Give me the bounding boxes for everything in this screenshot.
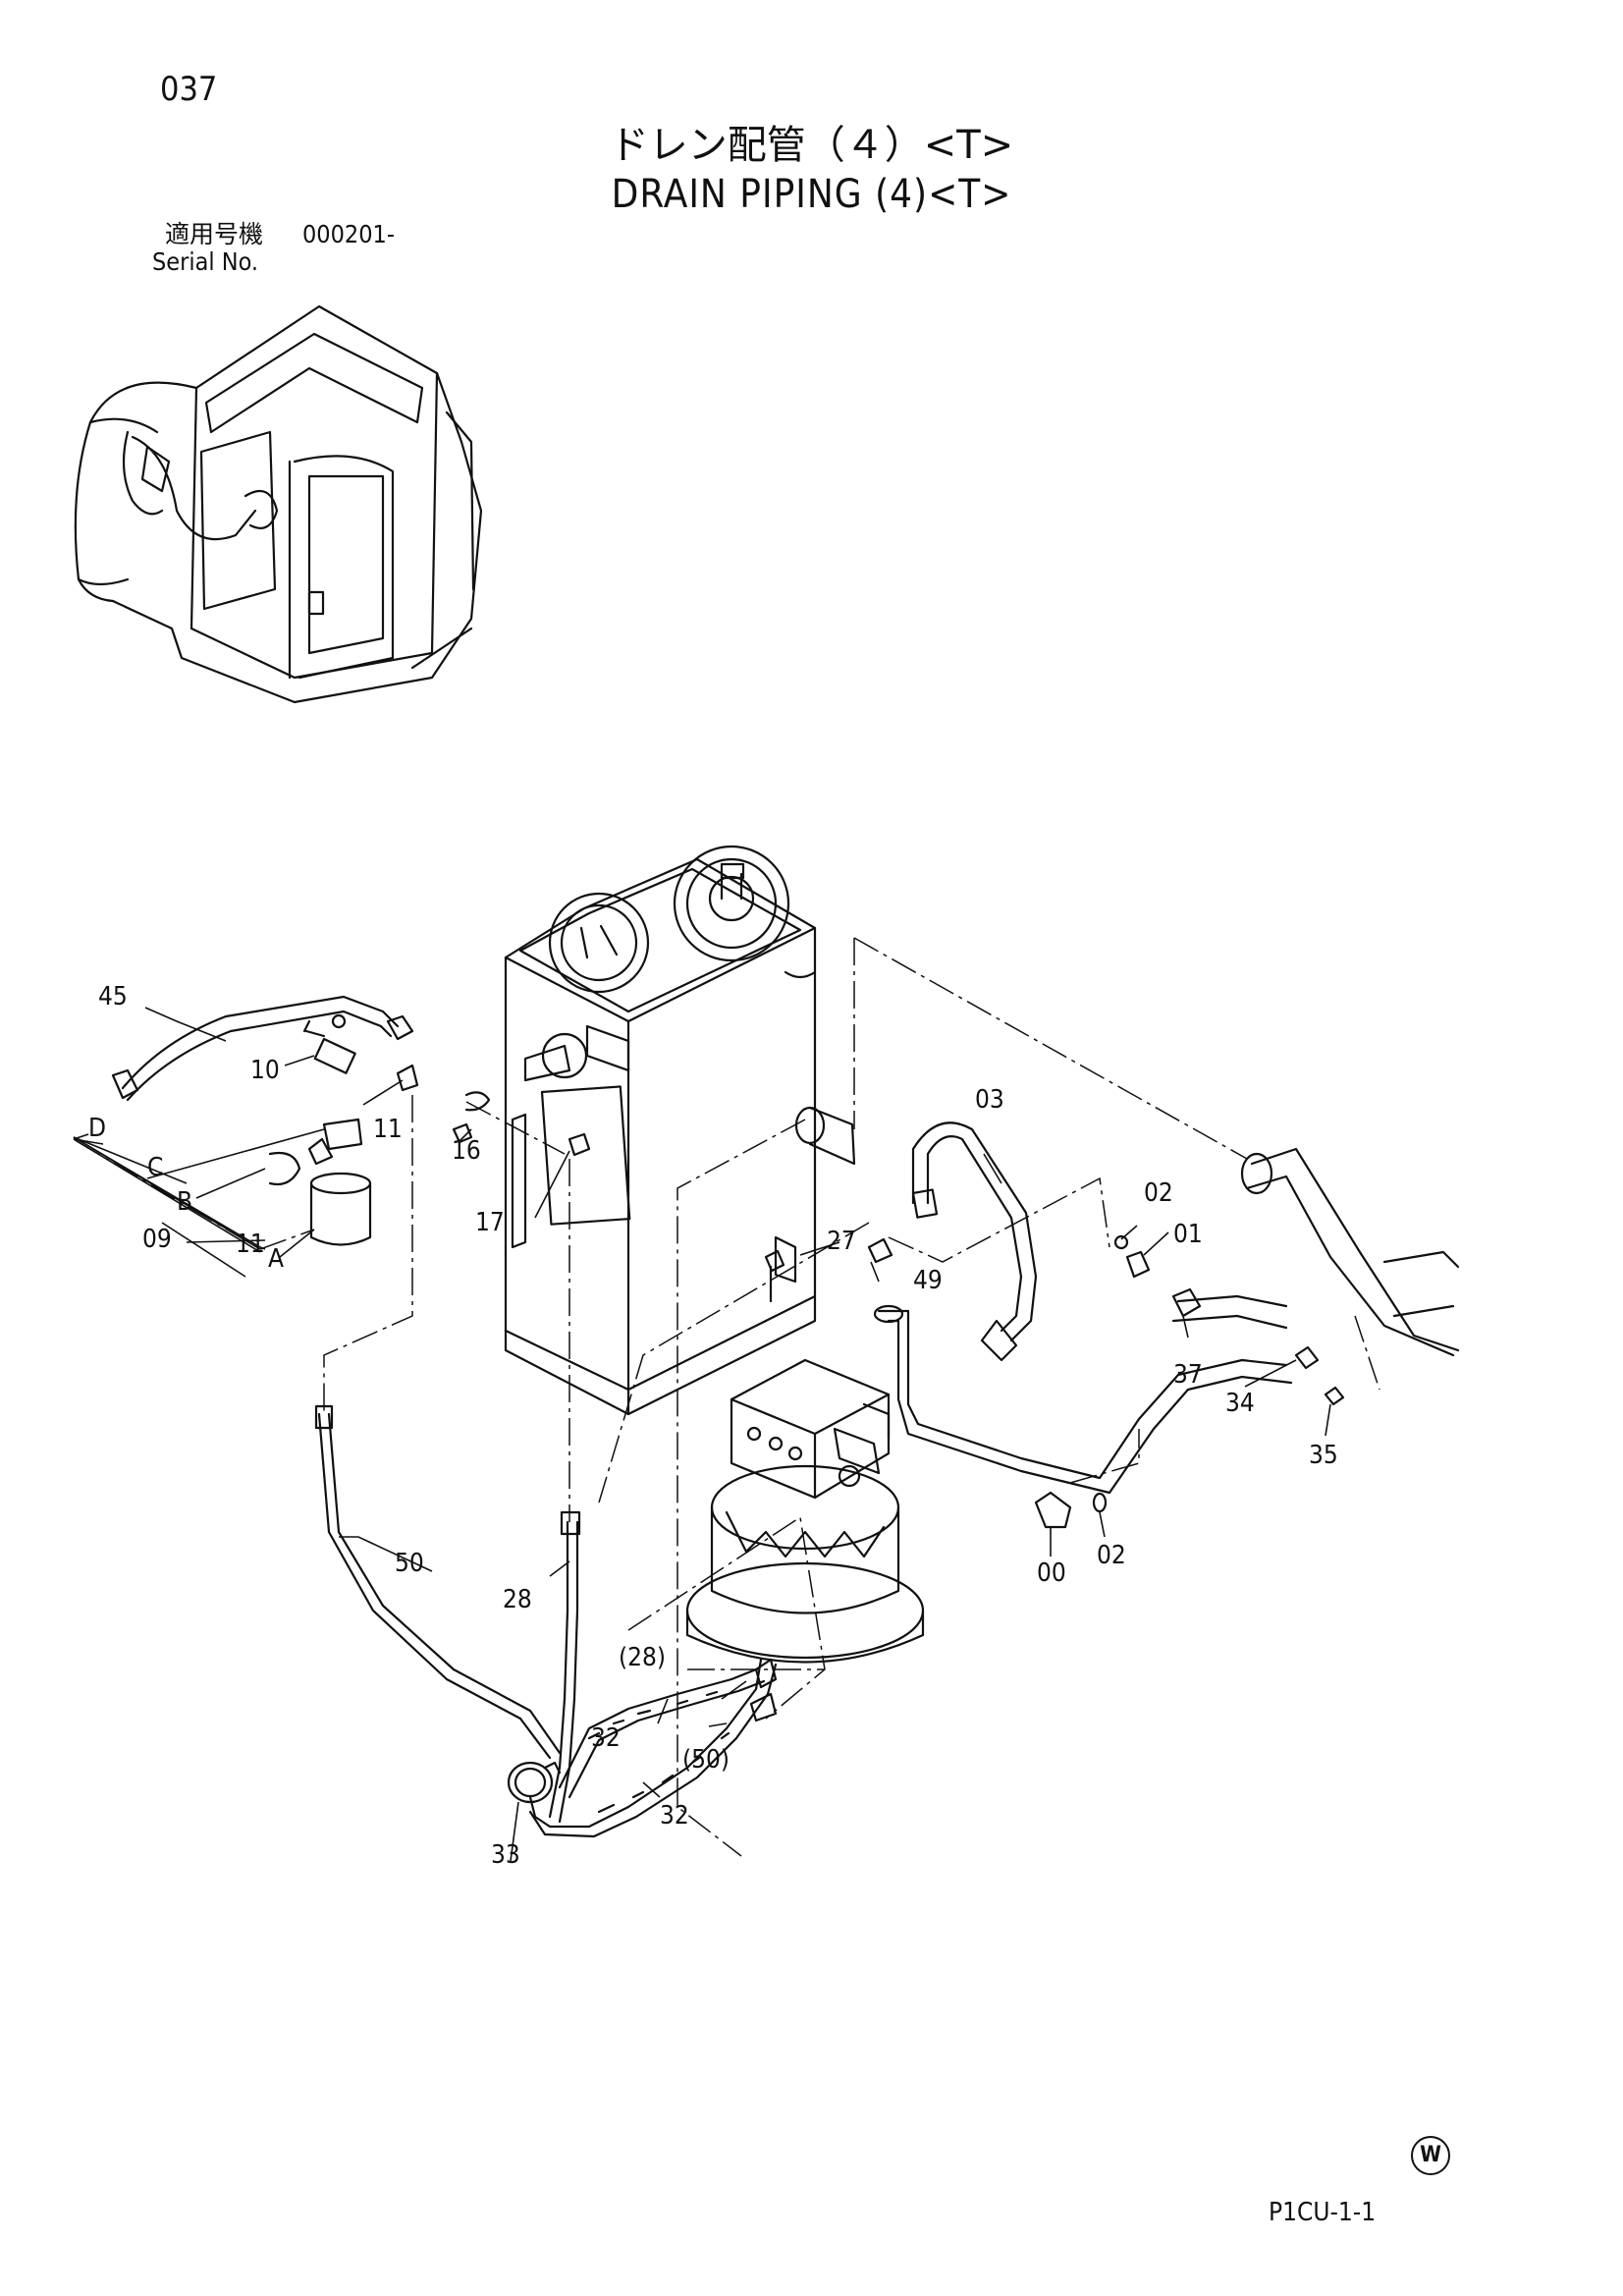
callout-34: 34	[1225, 1389, 1255, 1418]
callout-27: 27	[827, 1227, 856, 1256]
callout-02b: 02	[1097, 1541, 1126, 1570]
callout-50: 50	[395, 1549, 424, 1578]
w-circle-mark: W	[1411, 2136, 1450, 2175]
serial-number: 000201-	[302, 220, 395, 248]
title-japanese: ドレン配管（４）<T>	[609, 123, 1014, 168]
drain-hoses-illustration	[314, 1404, 778, 1838]
callout-17: 17	[475, 1208, 505, 1237]
parts-group-bracket	[73, 1133, 261, 1253]
callout-37: 37	[1173, 1360, 1203, 1390]
callout-50-ref: (50)	[682, 1745, 730, 1775]
hose-03	[911, 1121, 1038, 1362]
callout-49: 49	[913, 1266, 943, 1295]
callout-A: A	[268, 1244, 284, 1274]
callout-11b: 11	[236, 1230, 265, 1259]
callout-32a: 32	[591, 1723, 621, 1753]
callout-02a: 02	[1144, 1178, 1173, 1208]
cab-overview-illustration	[74, 304, 483, 704]
callout-labels: 45 10 11 11 D C B A 09 16 17 27 49 03 02…	[88, 982, 1338, 1870]
title-english: DRAIN PIPING (4)<T>	[611, 172, 1012, 217]
serial-label-japanese: 適用号機	[165, 220, 264, 248]
hydraulic-tank-illustration	[504, 845, 817, 1416]
callout-32b: 32	[660, 1801, 689, 1831]
leader-lines	[73, 1007, 1331, 1862]
callout-11a: 11	[373, 1115, 403, 1144]
callout-03: 03	[975, 1085, 1004, 1115]
callout-C: C	[147, 1153, 163, 1182]
fittings-illustration	[452, 1122, 1345, 1529]
callout-00: 00	[1037, 1558, 1066, 1588]
callout-B: B	[177, 1187, 192, 1217]
callout-28-ref: (28)	[619, 1643, 666, 1672]
filter-assembly-illustration	[111, 995, 491, 1246]
callout-10: 10	[250, 1056, 280, 1085]
callout-28: 28	[503, 1585, 532, 1614]
page-number: 037	[160, 70, 218, 109]
swing-motor-illustration	[685, 1235, 925, 1664]
callout-16: 16	[452, 1136, 481, 1166]
callout-35: 35	[1309, 1441, 1338, 1470]
serial-label-english: Serial No.	[152, 247, 259, 276]
frame-illustration	[794, 1106, 1460, 1495]
callout-09: 09	[142, 1225, 172, 1254]
callout-D: D	[88, 1114, 106, 1143]
phantom-lines	[76, 937, 1380, 1857]
callout-01: 01	[1173, 1220, 1203, 1249]
callout-33: 33	[491, 1840, 520, 1870]
callout-45: 45	[98, 982, 128, 1011]
drawing-code: P1CU-1-1	[1269, 2198, 1377, 2227]
